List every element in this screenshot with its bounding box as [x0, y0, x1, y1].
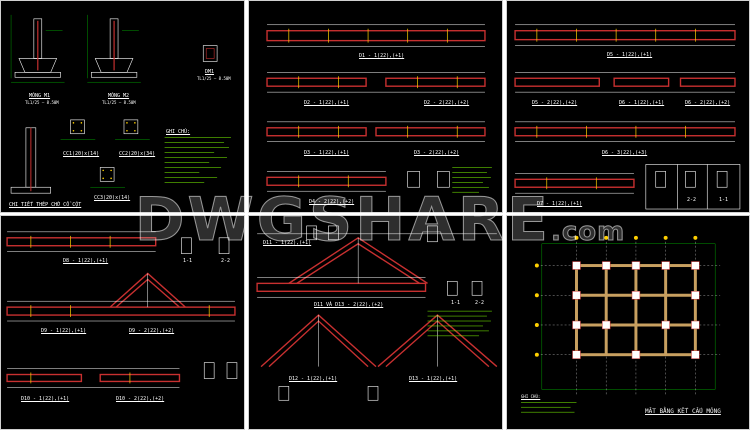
beam-d9-2-title: D9 - 2(22),(+2) — [129, 328, 175, 334]
footing-m2-scale: TL1/25 — 8.50M — [102, 100, 136, 105]
footing-m1-scale: TL1/25 — 8.50M — [25, 100, 59, 105]
section-1-1-label: 1-1 — [451, 300, 461, 306]
roof-beam-drawing — [256, 225, 498, 401]
beam-d13-title: D13 - 1(22),(+1) — [409, 376, 458, 382]
beam-d6-2-title: D6 - 2(22),(+2) — [685, 100, 731, 106]
beam-elevation-drawing-3 — [6, 231, 238, 388]
foundation-plan-drawing — [521, 235, 721, 413]
beam-d4-title: D4 - 2(22),(+2) — [309, 199, 355, 205]
beam-elevation-drawing-1 — [266, 24, 492, 193]
notes-title: GHI CHÚ: — [166, 129, 191, 135]
section-1-1-label: 1-1 — [719, 197, 729, 203]
section-2-2-label: 2-2 — [687, 197, 697, 203]
column-rebar-detail-title: CHI TIẾT THÉP CHỜ CỔ CỘT — [9, 202, 82, 208]
section-2-2-label: 2-2 — [475, 300, 485, 306]
beam-d2-1-title: D2 - 1(22),(+1) — [304, 100, 350, 106]
beam-d5-2-title: D5 - 2(22),(+2) — [532, 100, 578, 106]
beam-d11-d13-title: D11 VÀ D13 - 2(22),(+2) — [314, 302, 384, 308]
foundation-plan-title: MẶT BẰNG KẾT CẤU MÓNG — [645, 408, 721, 415]
drawing-panel-roof-beams[interactable]: D11 - 1(22),(+1) D11 VÀ D13 - 2(22),(+2)… — [248, 215, 503, 430]
beam-d8-title: D8 - 1(22),(+1) — [63, 258, 109, 264]
beam-d5-1-title: D5 - 1(22),(+1) — [607, 52, 653, 58]
dm1-title: DM1 — [205, 69, 215, 75]
beam-d6-1-title: D6 - 1(22),(+1) — [619, 100, 665, 106]
beam-d7-title: D7 - 1(22),(+1) — [537, 201, 583, 207]
beam-d9-1-title: D9 - 1(22),(+1) — [41, 328, 87, 334]
beam-d10-2-title: D10 - 2(22),(+2) — [116, 396, 165, 402]
beam-d10-1-title: D10 - 1(22),(+1) — [21, 396, 70, 402]
drawing-panel-beams-d1-d4[interactable]: D1 - 1(22),(+1) D2 - 1(22),(+1) D2 - 2(2… — [248, 0, 503, 213]
beam-d11-title: D11 - 1(22),(+1) — [263, 240, 312, 246]
drawing-panel-foundation-details[interactable]: MÓNG M1 TL1/25 — 8.50M MÓNG M2 TL1/25 — … — [0, 0, 245, 213]
foundation-detail-drawing — [10, 14, 231, 194]
drawing-panel-beams-d5-d7[interactable]: D5 - 1(22),(+1) D5 - 2(22),(+2) D6 - 1(2… — [506, 0, 750, 213]
beam-d6-3-title: D6 - 3(22),(+3) — [602, 150, 648, 156]
beam-d3-1-title: D3 - 1(22),(+1) — [304, 150, 350, 156]
drawing-panel-foundation-plan[interactable]: GHI CHÚ: MẶT BẰNG KẾT CẤU MÓNG — [506, 215, 750, 430]
column-cc3-title: CC3(20)x(14) — [94, 195, 131, 201]
footing-m2-title: MÓNG M2 — [108, 93, 130, 99]
column-cc2-title: CC2(20)x(34) — [119, 151, 156, 157]
beam-elevation-drawing-2 — [514, 24, 741, 210]
footing-m1-title: MÓNG M1 — [29, 93, 51, 99]
notes-title: GHI CHÚ: — [521, 394, 541, 399]
beam-d1-title: D1 - 1(22),(+1) — [359, 53, 405, 59]
dm1-scale: TL1/25 — 8.50M — [197, 76, 231, 81]
column-cc1-title: CC1(20)x(14) — [63, 151, 100, 157]
beam-d3-2-title: D3 - 2(22),(+2) — [414, 150, 460, 156]
section-2-2-label: 2-2 — [221, 258, 231, 264]
section-1-1-label: 1-1 — [183, 258, 193, 264]
beam-d2-2-title: D2 - 2(22),(+2) — [424, 100, 470, 106]
beam-d12-title: D12 - 1(22),(+1) — [289, 376, 338, 382]
drawing-panel-beams-d8-d10[interactable]: D8 - 1(22),(+1) D9 - 1(22),(+1) D9 - 2(2… — [0, 215, 245, 430]
